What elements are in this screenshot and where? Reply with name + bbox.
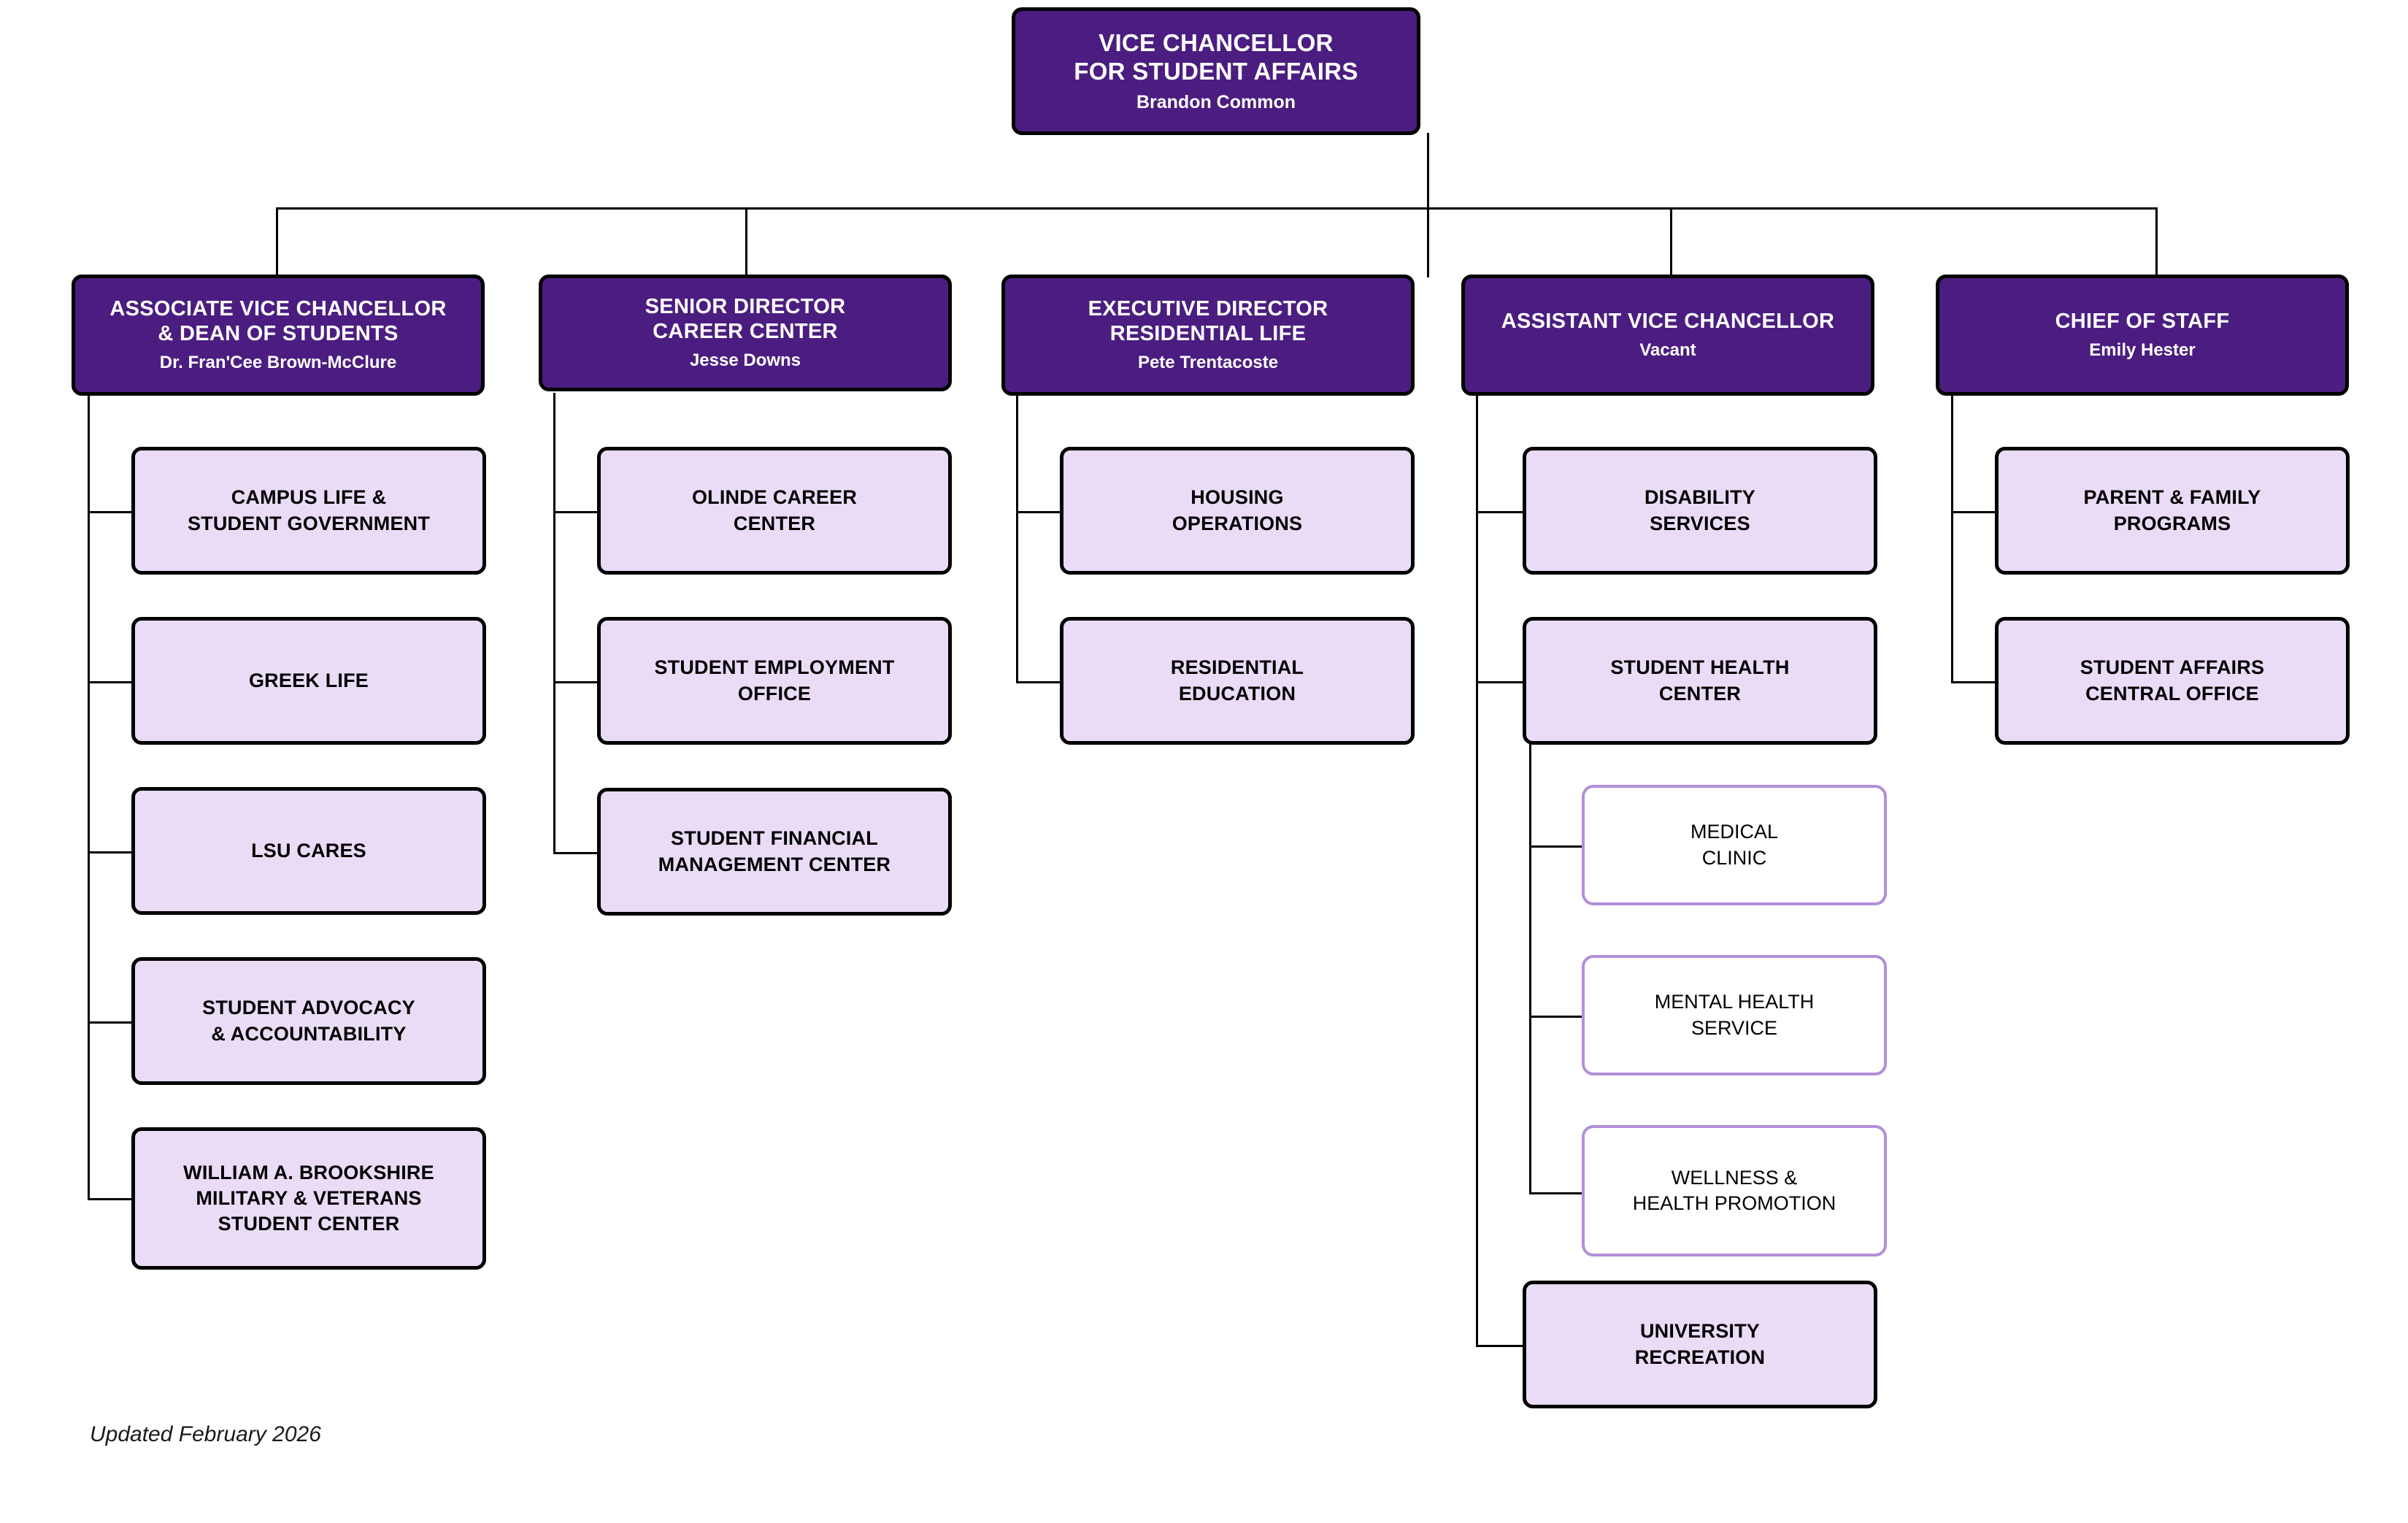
node-vice-chancellor-student-affairs[interactable]: VICE CHANCELLOR FOR STUDENT AFFAIRS Bran… <box>1012 7 1420 135</box>
node-associate-vice-chancellor-dean-of-students[interactable]: ASSOCIATE VICE CHANCELLOR & DEAN OF STUD… <box>72 275 485 396</box>
node-title: SENIOR DIRECTOR CAREER CENTER <box>645 294 846 343</box>
connector-drop-col1 <box>276 207 278 277</box>
connector-rail-col2 <box>553 393 555 854</box>
connector-stub-col1-3 <box>88 851 131 853</box>
node-housing-operations[interactable]: HOUSING OPERATIONS <box>1060 447 1415 575</box>
connector-rail-col4 <box>1476 394 1478 1347</box>
connector-stub-col2-2 <box>553 681 597 683</box>
node-person: Emily Hester <box>2089 340 2196 361</box>
connector-stub-col5-2 <box>1951 681 1995 683</box>
connector-rail-col4-sub <box>1529 742 1531 1194</box>
node-person: Pete Trentacoste <box>1137 353 1279 373</box>
connector-stub-col1-4 <box>88 1021 131 1024</box>
connector-stub-col4-sub-1 <box>1529 845 1582 848</box>
node-executive-director-residential-life[interactable]: EXECUTIVE DIRECTOR RESIDENTIAL LIFE Pete… <box>1001 275 1415 396</box>
node-university-recreation[interactable]: UNIVERSITY RECREATION <box>1523 1281 1877 1408</box>
connector-stub-col4-1 <box>1476 511 1523 513</box>
connector-top-bus <box>276 207 2158 210</box>
node-title: ASSOCIATE VICE CHANCELLOR & DEAN OF STUD… <box>109 296 447 345</box>
node-disability-services[interactable]: DISABILITY SERVICES <box>1523 447 1877 575</box>
node-parent-family-programs[interactable]: PARENT & FAMILY PROGRAMS <box>1995 447 2350 575</box>
node-person: Jesse Downs <box>689 350 801 371</box>
connector-stub-col1-5 <box>88 1198 131 1200</box>
connector-drop-col5 <box>2155 207 2158 277</box>
node-chief-of-staff[interactable]: CHIEF OF STAFF Emily Hester <box>1936 275 2349 396</box>
node-residential-education[interactable]: RESIDENTIAL EDUCATION <box>1060 617 1415 745</box>
node-title: CHIEF OF STAFF <box>2055 309 2230 333</box>
node-title: VICE CHANCELLOR FOR STUDENT AFFAIRS <box>1074 28 1358 85</box>
node-assistant-vice-chancellor[interactable]: ASSISTANT VICE CHANCELLOR Vacant <box>1461 275 1874 396</box>
connector-drop-col2 <box>745 207 747 277</box>
node-wellness-health-promotion[interactable]: WELLNESS & HEALTH PROMOTION <box>1582 1125 1887 1257</box>
connector-drop-col4 <box>1670 207 1672 277</box>
connector-stub-col2-3 <box>553 852 597 854</box>
node-student-employment-office[interactable]: STUDENT EMPLOYMENT OFFICE <box>597 617 952 745</box>
connector-stub-col4-sub-2 <box>1529 1016 1582 1018</box>
updated-label: Updated February 2026 <box>90 1422 321 1446</box>
node-student-affairs-central-office[interactable]: STUDENT AFFAIRS CENTRAL OFFICE <box>1995 617 2350 745</box>
node-person: Brandon Common <box>1136 92 1296 113</box>
connector-rail-col3 <box>1016 394 1018 683</box>
node-greek-life[interactable]: GREEK LIFE <box>131 617 486 745</box>
connector-stub-col3-1 <box>1016 511 1060 513</box>
connector-stub-col4-3 <box>1476 1345 1523 1347</box>
node-campus-life-student-government[interactable]: CAMPUS LIFE & STUDENT GOVERNMENT <box>131 447 486 575</box>
connector-stub-col1-1 <box>88 511 131 513</box>
connector-drop-col3 <box>1427 207 1429 277</box>
node-mental-health-service[interactable]: MENTAL HEALTH SERVICE <box>1582 955 1887 1075</box>
node-person: Dr. Fran'Cee Brown-McClure <box>159 353 397 373</box>
connector-stub-col1-2 <box>88 681 131 683</box>
node-olinde-career-center[interactable]: OLINDE CAREER CENTER <box>597 447 952 575</box>
connector-stub-col5-1 <box>1951 511 1995 513</box>
connector-stub-col4-sub-3 <box>1529 1192 1582 1194</box>
node-senior-director-career-center[interactable]: SENIOR DIRECTOR CAREER CENTER Jesse Down… <box>539 275 952 391</box>
node-person: Vacant <box>1639 340 1696 361</box>
node-title: EXECUTIVE DIRECTOR RESIDENTIAL LIFE <box>1088 296 1328 345</box>
node-medical-clinic[interactable]: MEDICAL CLINIC <box>1582 785 1887 905</box>
node-william-a-brookshire-military-veterans-student-center[interactable]: WILLIAM A. BROOKSHIRE MILITARY & VETERAN… <box>131 1127 486 1270</box>
node-title: ASSISTANT VICE CHANCELLOR <box>1501 309 1835 333</box>
connector-stub-col2-1 <box>553 511 597 513</box>
connector-stub-col4-2 <box>1476 681 1523 683</box>
connector-root-stem <box>1427 133 1429 209</box>
connector-rail-col5 <box>1951 394 1953 683</box>
node-student-advocacy-accountability[interactable]: STUDENT ADVOCACY & ACCOUNTABILITY <box>131 957 486 1085</box>
node-lsu-cares[interactable]: LSU CARES <box>131 787 486 915</box>
connector-stub-col3-2 <box>1016 681 1060 683</box>
connector-rail-col1 <box>88 394 90 1200</box>
node-student-financial-management-center[interactable]: STUDENT FINANCIAL MANAGEMENT CENTER <box>597 788 952 916</box>
node-student-health-center[interactable]: STUDENT HEALTH CENTER <box>1523 617 1877 745</box>
